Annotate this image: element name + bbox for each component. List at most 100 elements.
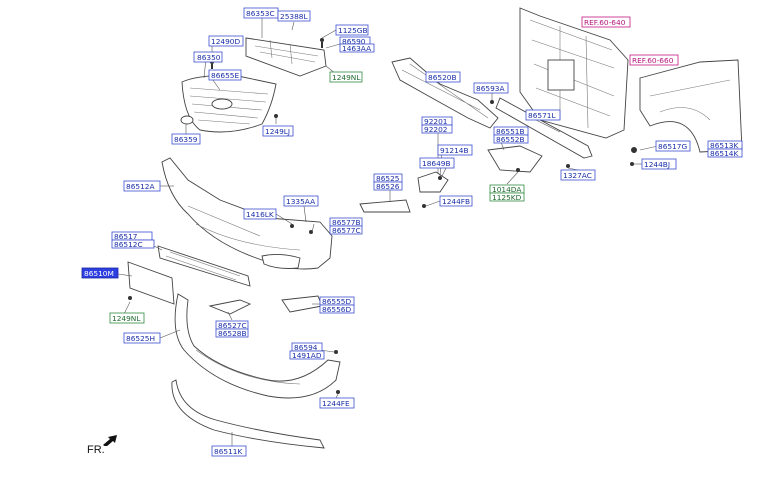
svg-text:86556D: 86556D [322,305,352,314]
ref-60-640[interactable]: REF.60-640 [581,16,631,28]
fog-lamp-cover-part [359,199,411,213]
label-91214B[interactable]: 91214B [437,144,473,156]
svg-text:86593A: 86593A [476,84,505,93]
svg-text:1125GB: 1125GB [338,26,368,35]
svg-text:REF.60-640: REF.60-640 [584,18,626,27]
label-86655E[interactable]: 86655E [208,69,242,81]
svg-text:86511K: 86511K [214,447,243,456]
label-92202[interactable]: 92202 [421,124,453,134]
label-12490D[interactable]: 12490D [208,35,244,47]
svg-text:1463AA: 1463AA [342,44,371,53]
svg-text:86510M: 86510M [84,269,114,278]
label-1327AC[interactable]: 1327AC [560,169,596,181]
svg-text:86525H: 86525H [126,334,155,343]
label-1249NL-top[interactable]: 1249NL [329,71,363,83]
label-1335AA[interactable]: 1335AA [283,195,319,207]
label-86528B[interactable]: 86528B [215,328,249,338]
part-labels[interactable]: 86353C 25388L 1125GB 86590 1463AA 12490D… [81,7,743,457]
label-86512C[interactable]: 86512C [111,239,155,249]
svg-text:86359: 86359 [174,135,198,144]
svg-text:86350: 86350 [197,53,221,62]
svg-text:86525: 86525 [376,174,400,183]
label-86517G[interactable]: 86517G [655,140,691,152]
fog-lamp-bracket-part [487,145,543,173]
front-direction-label: FR. [87,444,105,456]
label-1416LK[interactable]: 1416LK [243,208,277,220]
front-fender-part [639,59,743,153]
label-1491AD[interactable]: 1491AD [289,350,325,360]
svg-text:86514K: 86514K [710,149,739,158]
svg-text:1327AC: 1327AC [563,171,592,180]
label-1463AA[interactable]: 1463AA [339,43,375,53]
label-1244FE[interactable]: 1244FE [319,397,355,409]
label-1244FB[interactable]: 1244FB [439,195,473,207]
fastener-set [128,38,637,394]
svg-text:86590: 86590 [342,37,366,46]
label-86552B[interactable]: 86552B [493,134,529,144]
svg-text:86594: 86594 [294,343,318,352]
svg-text:92201: 92201 [424,117,448,126]
label-86577C[interactable]: 86577C [329,225,363,235]
label-86525H[interactable]: 86525H [123,332,161,344]
svg-text:1416LK: 1416LK [246,210,274,219]
svg-text:86655E: 86655E [211,71,240,80]
radiator-grille-garnish-part [245,37,327,77]
label-86359[interactable]: 86359 [171,133,201,145]
label-86353C[interactable]: 86353C [243,7,279,19]
svg-text:1014DA: 1014DA [492,185,521,194]
svg-text:86512A: 86512A [126,182,155,191]
label-86511K[interactable]: 86511K [211,445,247,457]
svg-text:86517: 86517 [114,232,138,241]
label-86510M-selected[interactable]: 86510M [81,267,119,279]
license-plate-bracket-part [127,261,175,305]
lower-grille-part [157,245,251,287]
label-18649B[interactable]: 18649B [419,157,455,169]
label-86526[interactable]: 86526 [373,181,403,191]
svg-text:18649B: 18649B [422,159,451,168]
emblem-part [180,115,194,125]
front-direction-arrow-icon [103,435,117,446]
lower-reinforcement-part [495,97,593,159]
svg-text:92202: 92202 [424,125,448,134]
svg-text:1249LJ: 1249LJ [265,127,290,136]
svg-text:1244FE: 1244FE [322,399,350,408]
svg-text:86577B: 86577B [332,218,361,227]
svg-text:86551B: 86551B [496,127,525,136]
svg-text:1335AA: 1335AA [286,197,315,206]
label-86556D[interactable]: 86556D [319,304,355,314]
label-86593A[interactable]: 86593A [473,82,509,94]
front-end-module-carrier [519,7,629,139]
svg-text:86571L: 86571L [528,111,557,120]
label-1244BJ[interactable]: 1244BJ [641,158,677,170]
fog-lamp-part [417,171,449,193]
svg-text:86517G: 86517G [658,142,688,151]
svg-text:86513K: 86513K [710,141,739,150]
label-86350[interactable]: 86350 [193,51,223,63]
label-1249NL-bottom[interactable]: 1249NL [109,312,145,324]
svg-text:REF.60-660: REF.60-660 [632,56,674,65]
svg-text:1244FB: 1244FB [442,197,470,206]
bumper-absorber-part [391,57,499,129]
label-25388L[interactable]: 25388L [277,10,311,22]
svg-text:86520B: 86520B [428,73,457,82]
svg-text:86512C: 86512C [114,240,143,249]
svg-text:86353C: 86353C [246,9,275,18]
svg-text:25388L: 25388L [280,12,309,21]
label-1249LJ[interactable]: 1249LJ [262,125,294,137]
label-86512A[interactable]: 86512A [123,180,161,192]
svg-text:86555D: 86555D [322,297,352,306]
svg-text:86526: 86526 [376,182,400,191]
label-86571L[interactable]: 86571L [525,109,561,121]
label-86520B[interactable]: 86520B [425,71,461,83]
label-1125KD[interactable]: 1125KD [489,192,525,202]
ref-60-660[interactable]: REF.60-660 [629,54,679,66]
svg-text:86528B: 86528B [218,329,247,338]
svg-text:86577C: 86577C [332,226,361,235]
svg-text:86552B: 86552B [496,135,525,144]
svg-text:1125KD: 1125KD [492,193,522,202]
svg-text:1491AD: 1491AD [292,351,322,360]
label-1125GB[interactable]: 1125GB [335,24,369,36]
label-86514K[interactable]: 86514K [707,148,743,158]
svg-text:1244BJ: 1244BJ [644,160,670,169]
